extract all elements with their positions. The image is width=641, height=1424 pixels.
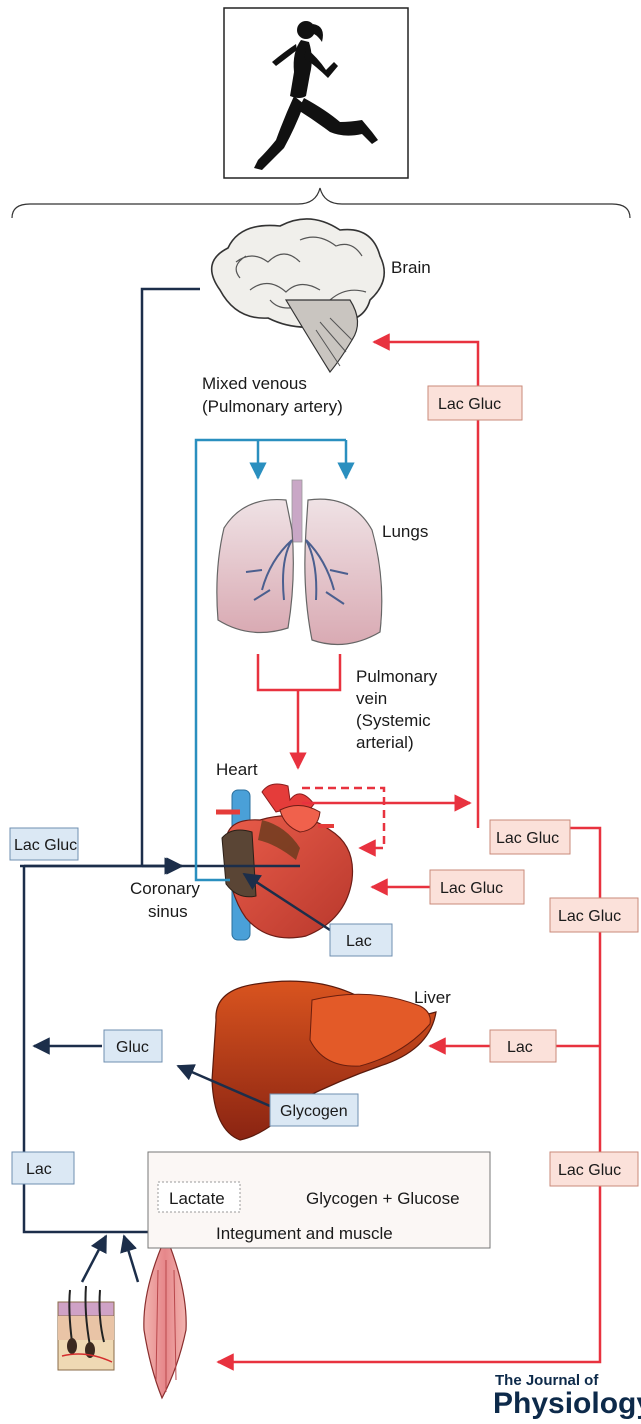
sinus-label: sinus — [148, 902, 188, 921]
pulmonary-vein-label-1: Pulmonary — [356, 667, 438, 686]
tag-red-lac-gluc-heart: Lac Gluc — [430, 870, 524, 904]
tag-blue-gluc: Gluc — [104, 1030, 162, 1062]
svg-text:Gluc: Gluc — [116, 1039, 149, 1056]
svg-text:Lac Gluc: Lac Gluc — [558, 908, 621, 925]
skin-up-arrow — [82, 1236, 106, 1282]
svg-text:Lac Gluc: Lac Gluc — [438, 396, 501, 413]
lactate-label: Lactate — [169, 1189, 225, 1208]
journal-logo: The Journal of Physiology — [493, 1372, 641, 1419]
pulmonary-vein-label-3: (Systemic — [356, 711, 431, 730]
tag-red-lac-gluc-right2: Lac Gluc — [550, 1152, 638, 1186]
muscle-icon — [144, 1236, 186, 1398]
svg-text:Lac: Lac — [26, 1161, 52, 1178]
brain-icon — [212, 219, 385, 372]
tag-red-lac-gluc-systemic: Lac Gluc — [490, 820, 570, 854]
pulmonary-artery-label: (Pulmonary artery) — [202, 397, 343, 416]
tag-blue-glycogen: Glycogen — [270, 1094, 358, 1126]
glycogen-glucose-label: Glycogen + Glucose — [306, 1189, 460, 1208]
svg-text:Glycogen: Glycogen — [280, 1103, 348, 1120]
svg-text:Lac: Lac — [346, 933, 372, 950]
mixed-venous-label: Mixed venous — [202, 374, 307, 393]
integument-muscle-label: Integument and muscle — [216, 1224, 393, 1243]
lungs-label: Lungs — [382, 522, 428, 541]
tag-blue-lac-heart: Lac — [330, 924, 392, 956]
svg-text:Lac Gluc: Lac Gluc — [558, 1162, 621, 1179]
svg-text:Lac Gluc: Lac Gluc — [440, 880, 503, 897]
coronary-label: Coronary — [130, 879, 200, 898]
tag-red-lac-liver: Lac — [490, 1030, 556, 1062]
heart-icon — [216, 784, 353, 940]
skin-icon — [58, 1286, 114, 1370]
tag-red-lac-gluc-right1: Lac Gluc — [550, 898, 638, 932]
tag-blue-lac-gluc: Lac Gluc — [10, 828, 78, 860]
liver-label: Liver — [414, 988, 451, 1007]
heart-label: Heart — [216, 760, 258, 779]
tag-blue-lac: Lac — [12, 1152, 74, 1184]
lungs-icon — [217, 480, 382, 645]
pulmonary-vein-label-4: arterial) — [356, 733, 414, 752]
svg-text:Physiology: Physiology — [493, 1387, 641, 1419]
tag-red-lac-gluc-brain: Lac Gluc — [428, 386, 522, 420]
svg-text:Lac Gluc: Lac Gluc — [14, 837, 77, 854]
brain-label: Brain — [391, 258, 431, 277]
svg-text:Lac: Lac — [507, 1039, 533, 1056]
muscle-up-arrow — [124, 1236, 138, 1282]
runner-panel — [224, 8, 408, 178]
svg-text:Lac Gluc: Lac Gluc — [496, 830, 559, 847]
curly-brace — [12, 188, 630, 218]
pulmonary-vein-label-2: vein — [356, 689, 387, 708]
